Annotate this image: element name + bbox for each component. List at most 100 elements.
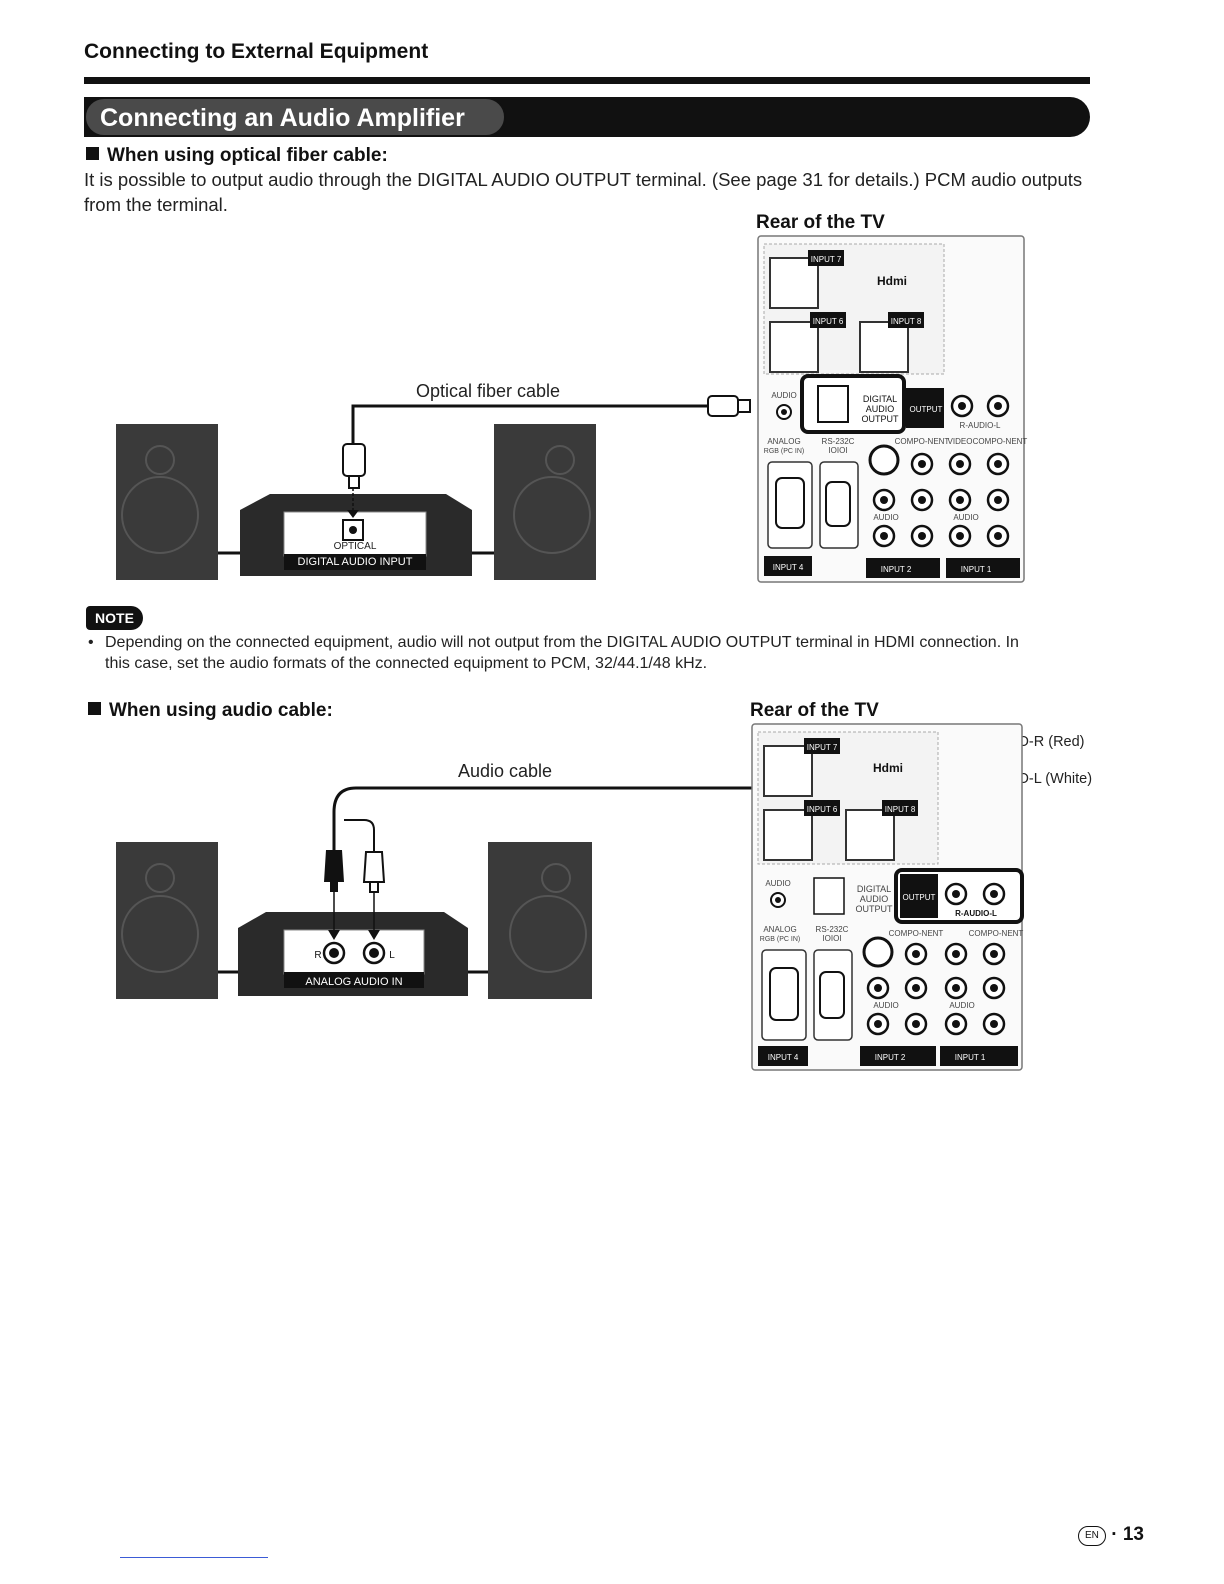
svg-text:AUDIO: AUDIO: [873, 513, 898, 522]
svg-text:COMPO-NENT: COMPO-NENT: [889, 929, 944, 938]
footer-dash: ·: [1111, 1524, 1123, 1545]
tv1-vga-port-icon: [775, 477, 805, 529]
svg-text:AUDIO: AUDIO: [771, 391, 796, 400]
optical-amp-label-strip: [284, 554, 426, 570]
tv2-hdmi-port-input6-icon: [763, 809, 813, 861]
digital-audio-output-jack-icon: [817, 385, 849, 423]
audio-heading: When using audio cable:: [88, 700, 333, 722]
left-speaker: [116, 424, 218, 580]
note-text: Depending on the connected equipment, au…: [105, 634, 1019, 672]
left-speaker-2: [116, 842, 218, 999]
svg-text:IOIOI: IOIOI: [822, 934, 841, 943]
svg-text:COMPO-NENT: COMPO-NENT: [969, 929, 1024, 938]
svg-text:AUDIO: AUDIO: [866, 404, 895, 414]
tv1-input2-label: INPUT 2: [881, 565, 912, 574]
tv2-input2-label: INPUT 2: [875, 1053, 906, 1062]
hdmi-port-input8-icon: [859, 321, 909, 373]
svg-text:R-AUDIO-L: R-AUDIO-L: [955, 909, 997, 918]
tv2-input6-label: INPUT 6: [807, 805, 838, 814]
tv1-hdmi-logo: Hdmi: [877, 274, 907, 288]
right-speaker-woofer-icon: [513, 476, 591, 554]
tv2-hdmi-port-input7-icon: [763, 745, 813, 797]
svg-text:OUTPUT: OUTPUT: [862, 414, 900, 424]
note-badge: NOTE: [86, 606, 143, 630]
svg-text:OUTPUT: OUTPUT: [910, 405, 943, 414]
tv2-input4-label: INPUT 4: [768, 1053, 799, 1062]
tv1-input6-label: INPUT 6: [813, 317, 844, 326]
page-footer: EN · 13: [1077, 1524, 1144, 1546]
svg-text:VIDEO: VIDEO: [948, 437, 973, 446]
tv1-input7-label: INPUT 7: [811, 255, 842, 264]
right-speaker-2-tweeter-icon: [541, 863, 571, 893]
tv2-output-block: [900, 874, 938, 918]
optical-amp-port-label: OPTICAL: [333, 541, 377, 552]
optical-plug-icon: [342, 443, 366, 477]
tv1-input4-label: INPUT 4: [773, 563, 804, 572]
header-rule: [84, 77, 1090, 84]
tv2-input8-label: INPUT 8: [885, 805, 916, 814]
analog-amp-r-label: R: [314, 950, 321, 961]
square-bullet-icon: [88, 702, 101, 715]
svg-text:RGB (PC IN): RGB (PC IN): [760, 936, 800, 943]
tv2-digital-jack-icon: [813, 877, 845, 915]
tv2-hdmi-logo: Hdmi: [873, 761, 903, 775]
audio-cable-label: Audio cable: [458, 761, 553, 781]
analog-amp-label-strip: [284, 972, 424, 988]
optical-tv-plug-icon: [707, 395, 739, 417]
svg-text:COMPO-NENT: COMPO-NENT: [895, 437, 950, 446]
svg-text:OUTPUT: OUTPUT: [856, 904, 894, 914]
svg-text:ANALOG: ANALOG: [763, 925, 796, 934]
right-speaker-2: [488, 842, 592, 999]
page-number: 13: [1122, 1524, 1144, 1545]
svg-text:AUDIO: AUDIO: [949, 1001, 974, 1010]
rear-of-tv-label-1: Rear of the TV: [756, 212, 885, 233]
tv1-input8-label: INPUT 8: [891, 317, 922, 326]
svg-text:AUDIO: AUDIO: [765, 879, 790, 888]
svg-text:DIGITAL: DIGITAL: [857, 884, 891, 894]
page-title: Connecting an Audio Amplifier: [100, 104, 465, 132]
svg-text:AUDIO: AUDIO: [953, 513, 978, 522]
left-speaker-2-tweeter-icon: [145, 863, 175, 893]
svg-text:RGB (PC IN): RGB (PC IN): [764, 448, 804, 455]
analog-amp-panel-label: ANALOG AUDIO IN: [305, 976, 402, 988]
tv2-rs232c-port-icon: [819, 971, 845, 1019]
hdmi-port-input6-icon: [769, 321, 819, 373]
svg-text:RS-232C: RS-232C: [816, 925, 849, 934]
title-banner-pill: Connecting an Audio Amplifier: [84, 97, 506, 137]
note-bullet: •: [88, 634, 94, 651]
tv2-input1-label: INPUT 1: [955, 1053, 986, 1062]
left-speaker-2-woofer-icon: [121, 895, 199, 973]
analog-amp-front-plate: [283, 929, 425, 975]
svg-text:COMPO-NENT: COMPO-NENT: [973, 437, 1028, 446]
right-speaker-tweeter-icon: [545, 445, 575, 475]
rear-of-tv-label-2: Rear of the TV: [750, 700, 879, 721]
red-plug-icon: [324, 850, 344, 882]
svg-text:AUDIO: AUDIO: [873, 1001, 898, 1010]
optical-body: It is possible to output audio through t…: [84, 169, 1083, 215]
svg-text:OUTPUT: OUTPUT: [903, 893, 936, 902]
svg-text:AUDIO: AUDIO: [860, 894, 889, 904]
left-speaker-tweeter-icon: [145, 445, 175, 475]
tv1-input1-label: INPUT 1: [961, 565, 992, 574]
optical-cable-label: Optical fiber cable: [416, 381, 561, 401]
audio-connection-diagram: R L ANALOG AUDIO IN INPUT 7 INPUT 6 INPU…: [116, 723, 1024, 1071]
tv1-output-block: [906, 388, 944, 428]
right-speaker: [494, 424, 596, 580]
tv2-input7-label: INPUT 7: [807, 743, 838, 752]
square-bullet-icon: [86, 147, 99, 160]
optical-connection-diagram: INPUT 7 INPUT 6 INPUT 8 Hdmi DIGITAL AUD…: [116, 235, 1028, 583]
title-banner: Connecting an Audio Amplifier: [84, 97, 1090, 137]
section-title: Connecting to External Equipment: [84, 40, 429, 63]
right-speaker-2-woofer-icon: [509, 895, 587, 973]
analog-amp-l-label: L: [389, 950, 395, 961]
note-item: • Depending on the connected equipment, …: [88, 632, 1048, 674]
language-badge: EN: [1077, 1526, 1106, 1546]
tv1-svideo-port-icon: [868, 444, 900, 476]
tv2-vga-port-icon: [769, 967, 799, 1021]
optical-amp-panel-label: DIGITAL AUDIO INPUT: [297, 556, 413, 568]
svg-text:IOIOI: IOIOI: [828, 446, 847, 455]
hdmi-port-input7-icon: [769, 257, 819, 309]
footer-link-line: [120, 1557, 268, 1558]
left-speaker-woofer-icon: [121, 476, 199, 554]
svg-text:RS-232C: RS-232C: [822, 437, 855, 446]
